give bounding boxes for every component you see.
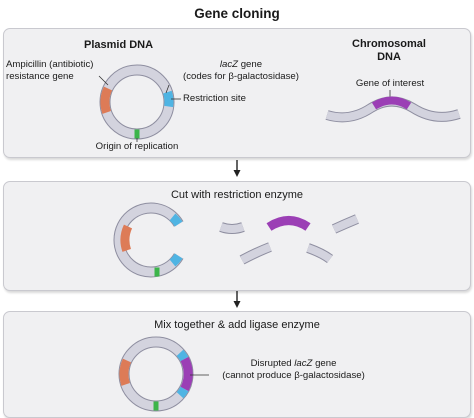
- recombinant-plasmid: [118, 336, 194, 412]
- cut-plasmid: [113, 202, 184, 278]
- lacz-leader: [165, 84, 170, 94]
- origin-marker: [134, 129, 140, 139]
- chromosomal-dna-strand: [325, 96, 461, 123]
- ampicillin-gene-segment: [120, 224, 133, 252]
- panel2-art: [113, 202, 359, 278]
- chromosomal-heading-line2: DNA: [377, 51, 401, 63]
- panel-ligate: Mix together & add ligase enzyme Disrupt…: [3, 311, 471, 418]
- fragment-right-bottom: [306, 243, 333, 264]
- lacz-gene-word: gene: [238, 59, 263, 70]
- lacz-label-line1: lacZ gene: [171, 59, 311, 71]
- disrupted-word: Disrupted: [250, 358, 295, 369]
- panel1-art: [98, 64, 461, 142]
- lacz-italic: lacZ: [219, 59, 239, 70]
- origin-marker: [154, 267, 160, 277]
- fragment-left-bottom: [239, 242, 272, 265]
- down-arrow-icon: [233, 291, 241, 308]
- cut-step-label: Cut with restriction enzyme: [170, 189, 304, 201]
- plasmid-heading: Plasmid DNA: [84, 39, 154, 51]
- ampicillin-gene-segment: [100, 86, 113, 114]
- panel3-art: [118, 336, 209, 412]
- disrupted-label-line2: (cannot produce β-galactosidase): [222, 369, 365, 381]
- origin-marker: [153, 401, 159, 411]
- ampicillin-label-line2: resistance gene: [6, 70, 74, 82]
- plasmid-circle: [99, 64, 175, 140]
- chromosomal-fragments: [219, 214, 359, 265]
- lacz-sticky-end-bottom: [169, 253, 183, 267]
- lacz-right-part: [176, 386, 189, 399]
- panel-original-dna: Plasmid DNA Chromosomal DNA Ampicillin (…: [3, 28, 471, 158]
- ligate-step-label: Mix together & add ligase enzyme: [154, 319, 320, 331]
- fragment-right-top: [331, 214, 359, 234]
- ampicillin-label-line1: Ampicillin (antibiotic): [6, 59, 94, 70]
- lacz-label: lacZ gene (codes for β-galactosidase): [171, 59, 311, 82]
- diagram-title: Gene cloning: [194, 6, 280, 21]
- chromosomal-heading: Chromosomal DNA: [349, 38, 429, 64]
- gene-of-interest-segment: [371, 96, 412, 110]
- chromosomal-heading-line1: Chromosomal: [352, 38, 426, 50]
- disrupted-gene-word: gene: [312, 358, 337, 369]
- fragment-left-top: [219, 222, 245, 234]
- panel-cut: Cut with restriction enzyme: [3, 181, 471, 291]
- gene-of-interest-label: Gene of interest: [355, 78, 425, 89]
- lacz-left-part: [176, 349, 189, 362]
- disrupted-lacz-italic: lacZ: [294, 358, 313, 369]
- origin-label: Origin of replication: [95, 141, 179, 152]
- restriction-site-label: Restriction site: [183, 93, 246, 104]
- disrupted-lacz-label: Disrupted lacZ gene (cannot produce β-ga…: [211, 358, 376, 381]
- ampicillin-label: Ampicillin (antibiotic) resistance gene: [6, 59, 93, 82]
- ampicillin-gene-segment: [119, 358, 132, 386]
- disrupted-label-line1: Disrupted lacZ gene: [211, 358, 376, 370]
- lacz-label-line2: (codes for β-galactosidase): [183, 70, 299, 82]
- fragment-insert: [266, 216, 311, 231]
- down-arrow-icon: [233, 160, 241, 177]
- inserted-gene-segment: [180, 356, 193, 392]
- ampicillin-leader: [98, 75, 109, 86]
- lacz-sticky-end-top: [169, 213, 183, 227]
- lacz-gene-segment: [163, 90, 174, 108]
